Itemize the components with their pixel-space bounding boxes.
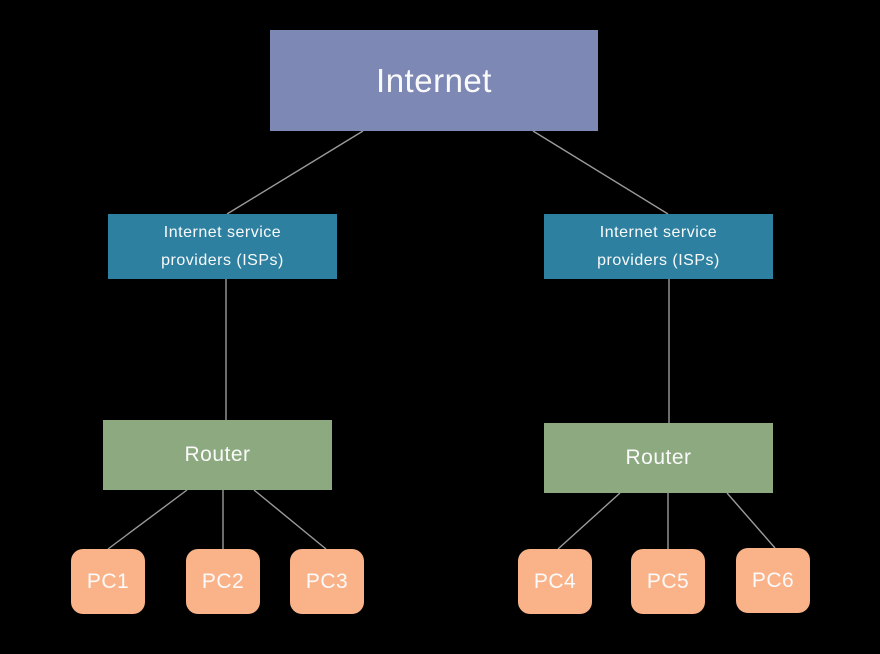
connector-internet-to-isp-right <box>532 130 669 215</box>
node-internet: Internet <box>270 30 598 131</box>
node-pc6: PC6 <box>736 548 810 613</box>
router-left-label: Router <box>184 443 251 466</box>
node-pc4: PC4 <box>518 549 592 614</box>
internet-label: Internet <box>376 61 492 99</box>
router-right-label: Router <box>625 446 692 469</box>
node-pc5: PC5 <box>631 549 705 614</box>
pc2-label: PC2 <box>201 569 245 593</box>
node-isp-left: Internet service providers (ISPs) <box>108 214 337 279</box>
connector-router-right-to-pc4 <box>557 492 621 550</box>
connector-internet-to-isp-left <box>226 130 364 215</box>
isp-right-label-line2: providers (ISPs) <box>597 251 720 269</box>
node-router-right: Router <box>544 423 773 493</box>
pc5-label: PC5 <box>646 569 690 593</box>
node-router-left: Router <box>103 420 332 490</box>
node-pc1: PC1 <box>71 549 145 614</box>
pc6-label: PC6 <box>751 568 795 592</box>
isp-left-label-line1: Internet service <box>163 223 282 241</box>
isp-left-label-line2: providers (ISPs) <box>161 251 284 269</box>
node-pc3: PC3 <box>290 549 364 614</box>
pc4-label: PC4 <box>533 569 577 593</box>
connector-router-right-to-pc6 <box>726 492 776 549</box>
node-pc2: PC2 <box>186 549 260 614</box>
pc1-label: PC1 <box>86 569 130 593</box>
pc3-label: PC3 <box>305 569 349 593</box>
connector-router-left-to-pc3 <box>253 489 327 550</box>
connector-router-left-to-pc1 <box>107 489 188 550</box>
node-isp-right: Internet service providers (ISPs) <box>544 214 773 279</box>
isp-right-label-line1: Internet service <box>599 223 718 241</box>
